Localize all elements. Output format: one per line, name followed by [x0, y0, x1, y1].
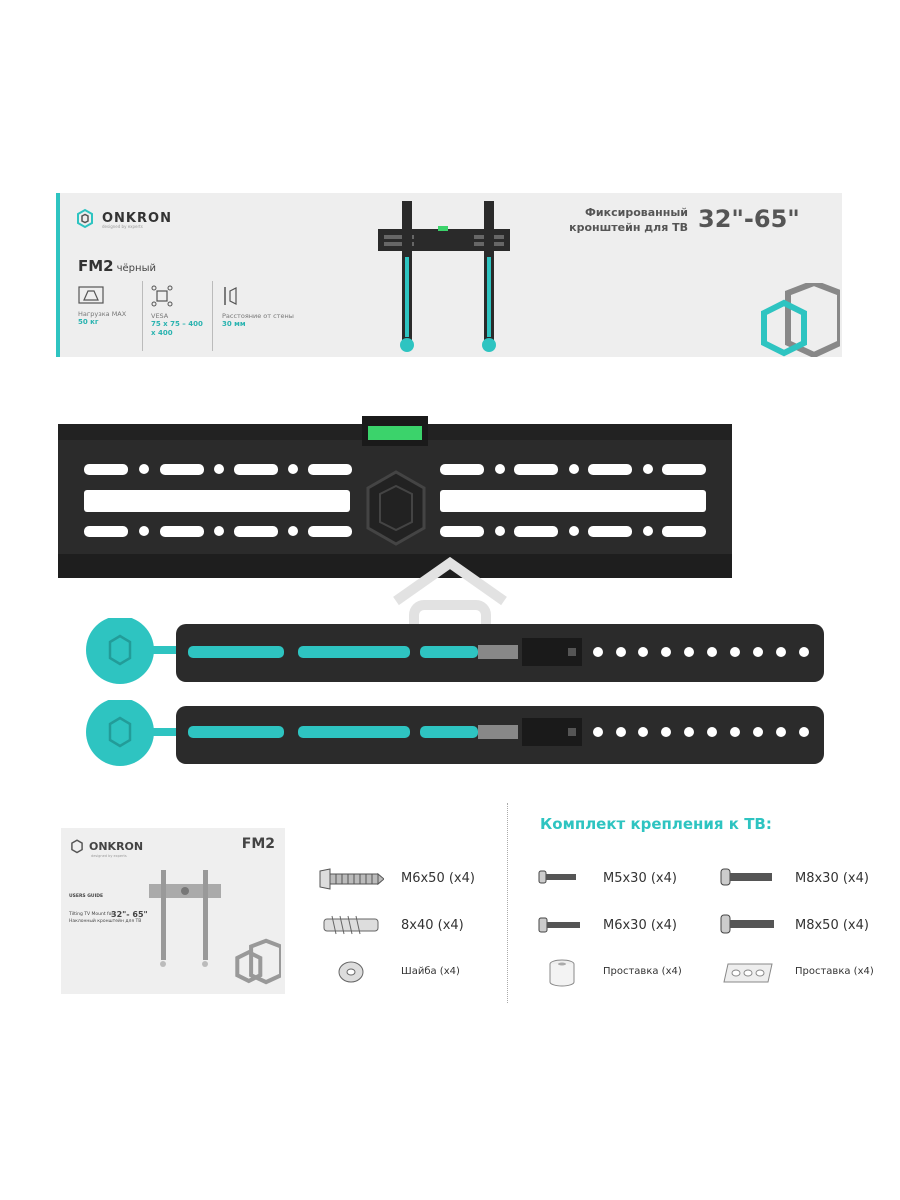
spec-distance-value: 30 мм [222, 320, 246, 328]
spec-vesa: VESA 75 x 75 – 400 x 400 [151, 285, 203, 338]
box-title: Фиксированный кронштейн для ТВ [569, 206, 688, 234]
manual-big-logo-icon [235, 938, 281, 985]
manual-guide-title: USERS GUIDE [69, 894, 104, 899]
box-brand-tagline: designed by experts [102, 224, 143, 229]
spec-vesa-label: VESA [151, 312, 169, 320]
part-label: 8x40 (x4) [401, 918, 464, 933]
kit-item-label: M8x30 (x4) [795, 871, 869, 886]
users-guide-manual: ONKRON designed by experts FM2 USERS GUI… [61, 828, 285, 994]
kit-item-label: M8x50 (x4) [795, 918, 869, 933]
manual-logo: ONKRON [69, 838, 143, 854]
screw-icon [538, 870, 576, 884]
onkron-logo-icon [77, 208, 93, 229]
vertical-arm-bottom [86, 700, 824, 766]
box-logo: ONKRON [74, 207, 172, 229]
kit-title: Комплект крепления к ТВ: [540, 815, 772, 833]
part-label: Шайба (x4) [401, 966, 460, 977]
spec-load: Нагрузка MAX 50 кг [78, 285, 126, 327]
wall-anchor-icon [323, 915, 379, 935]
spec-distance: Расстояние от стены 30 мм [222, 285, 294, 329]
spec-divider [212, 281, 213, 351]
wall-distance-icon [224, 287, 237, 305]
manual-brand-tagline: designed by experts [91, 854, 127, 858]
wall-plate [58, 416, 732, 578]
manual-brand: ONKRON [89, 839, 144, 853]
screw-icon [538, 917, 580, 933]
spec-divider [142, 281, 143, 351]
box-mount-image [378, 201, 510, 352]
box-model-name: FM2 [78, 257, 114, 275]
kit-item-label: M5x30 (x4) [603, 871, 677, 886]
box-accent-bar [56, 193, 60, 357]
box-size-range: 32"-65" [698, 205, 800, 233]
spec-vesa-value: 75 x 75 – 400 x 400 [151, 320, 203, 337]
washer-icon [338, 961, 364, 983]
long-screw-icon [319, 868, 384, 890]
spacer-plate-icon [723, 963, 773, 983]
manual-subtitle-en: Tilting TV Mount for [69, 912, 114, 917]
screw-icon [720, 914, 774, 934]
kit-item-label: M6x30 (x4) [603, 918, 677, 933]
vesa-icon [151, 285, 173, 307]
screw-icon [720, 868, 772, 886]
spec-load-value: 50 кг [78, 318, 99, 326]
box-big-logo-icon [761, 283, 840, 357]
spacer-icon [549, 959, 575, 987]
spec-load-label: Нагрузка MAX [78, 310, 127, 318]
weight-icon [78, 286, 104, 304]
section-divider [507, 803, 508, 1003]
onkron-logo-icon [71, 839, 83, 854]
manual-mount-image [149, 870, 221, 967]
box-brand: ONKRON [102, 210, 172, 226]
box-model-color: чёрный [116, 263, 156, 274]
manual-model: FM2 [241, 836, 275, 852]
kit-item-label: Проставка (x4) [603, 966, 682, 977]
spec-distance-label: Расстояние от стены [222, 312, 294, 320]
part-label: M6x50 (x4) [401, 871, 475, 886]
manual-size-range: 32"- 65" [111, 910, 148, 919]
kit-item-label: Проставка (x4) [795, 966, 874, 977]
vertical-arm-top [86, 618, 824, 684]
manual-subtitle-ru: Наклонный кронштейн для ТВ [69, 919, 142, 924]
